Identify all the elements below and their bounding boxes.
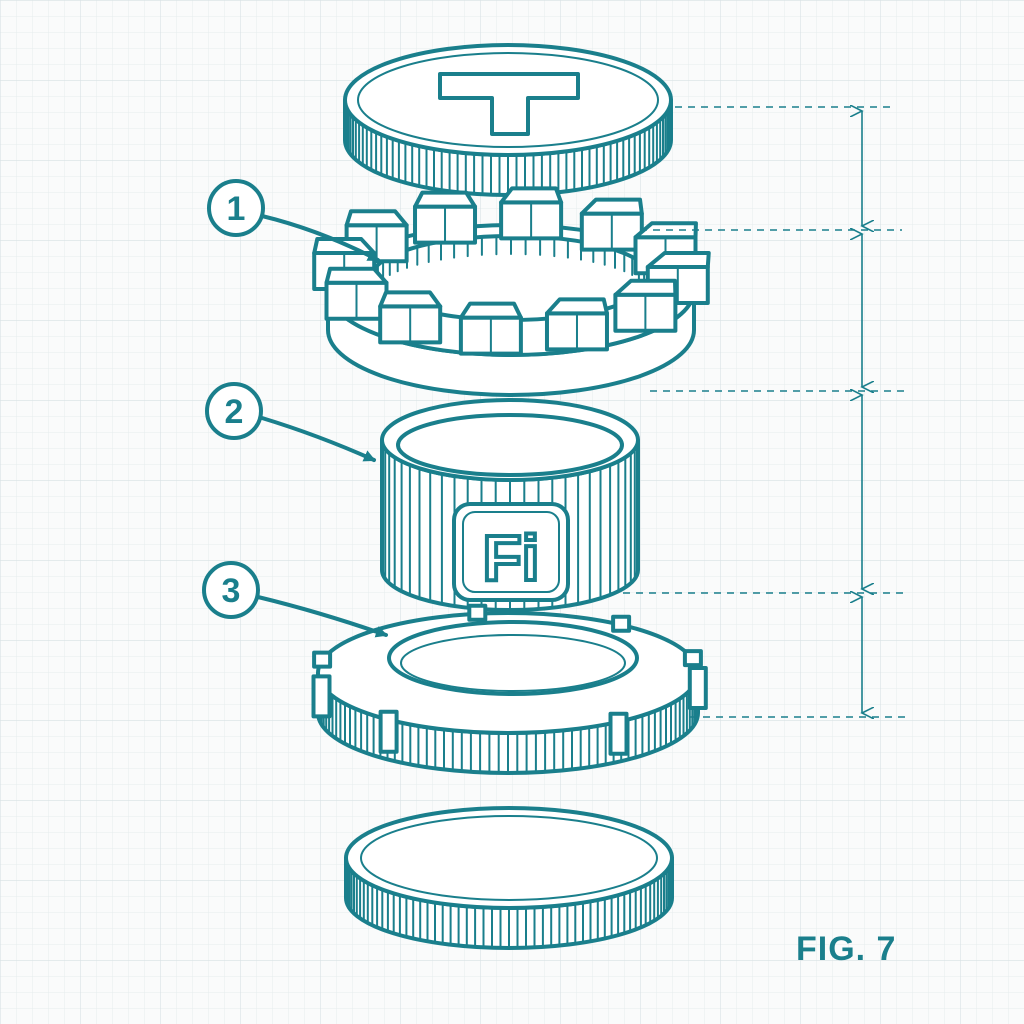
fi-logo-text: Fi — [483, 522, 540, 594]
ring-tooth — [579, 197, 644, 252]
ring-notch — [378, 709, 399, 754]
ring-notch — [611, 614, 632, 633]
ring-notches — [311, 603, 708, 756]
ring-notch — [608, 711, 629, 756]
bottom-disc — [344, 806, 674, 950]
fi-logo: Fi — [452, 502, 570, 602]
top-cap — [343, 43, 673, 197]
ring-tooth — [413, 190, 478, 245]
ring-notch — [311, 674, 332, 719]
callout-1: 1 — [207, 179, 380, 262]
ring-teeth — [312, 186, 711, 356]
ring-tooth — [324, 266, 389, 321]
part-2-band: Fi — [380, 398, 640, 612]
bottom-disc-knurling — [345, 859, 673, 949]
ring-tooth — [378, 290, 443, 345]
figure-label: FIG. 7 — [796, 930, 896, 968]
ring-tooth — [544, 297, 609, 352]
dimension-lines — [610, 107, 905, 717]
top-cap-knurling — [344, 101, 672, 196]
ring-tooth — [499, 186, 564, 241]
callout-3: 3 — [202, 561, 388, 638]
ring-notch — [687, 666, 708, 710]
callout-3-label: 3 — [222, 572, 241, 610]
callout-2-label: 2 — [225, 393, 244, 431]
ring-notch — [312, 650, 333, 669]
ring-notch — [682, 649, 703, 668]
callout-1-label: 1 — [227, 190, 246, 228]
ring-notch — [467, 603, 488, 622]
ring-tooth — [458, 301, 523, 356]
part-1-toothed-ring — [312, 186, 711, 397]
part-3-notched-ring — [311, 603, 708, 775]
callout-2: 2 — [205, 382, 376, 462]
top-cap-emblem — [438, 72, 580, 136]
ring-tooth — [613, 278, 678, 333]
